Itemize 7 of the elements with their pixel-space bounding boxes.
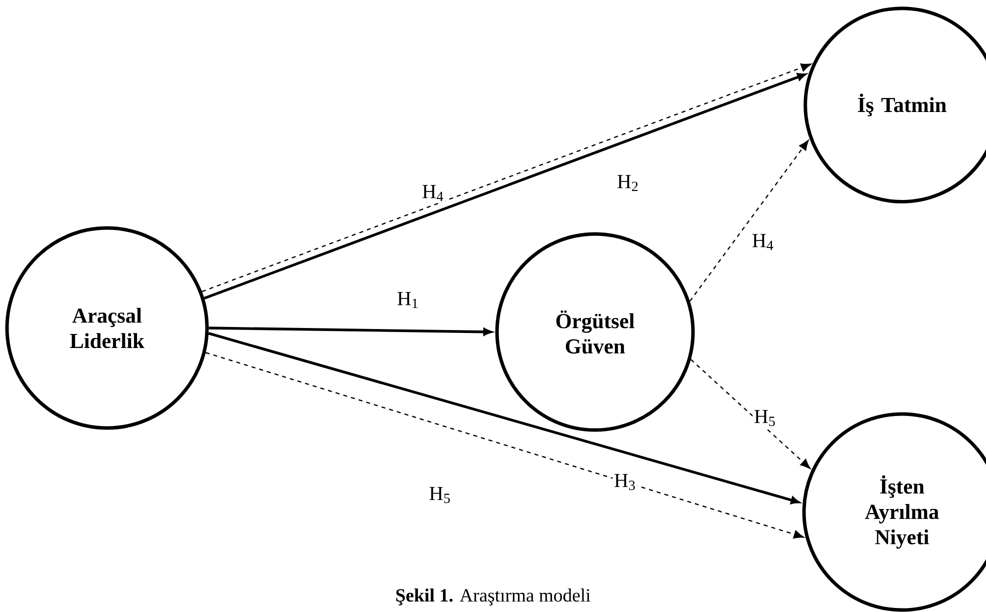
edge-label: H$_{1}$ <box>396 290 420 310</box>
edge-label: H$_{4}$ <box>420 184 446 202</box>
caption: Şekil 1. Araştırma modeli <box>396 588 590 606</box>
edge-label: H$_{4}$ <box>750 232 776 252</box>
edge-label: H$_{2}$ <box>616 174 640 192</box>
circle-node: Araçsal Liderlik <box>5 226 209 430</box>
arrow <box>689 140 809 302</box>
